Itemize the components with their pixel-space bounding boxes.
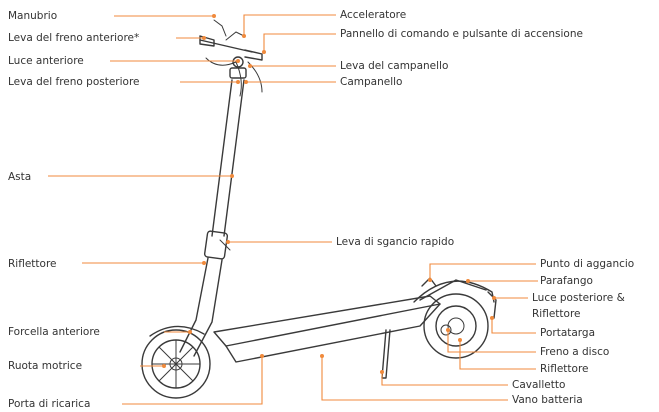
label-punto-aggancio: Punto di aggancio [540, 258, 634, 270]
label-leva-freno-posteriore: Leva del freno posteriore [8, 76, 140, 88]
label-riflettore-left: Riflettore [8, 258, 57, 270]
labels-right: Acceleratore Pannello di comando e pulsa… [336, 9, 634, 406]
stem [211, 79, 233, 237]
label-luce-posteriore-1: Luce posteriore & [532, 292, 625, 304]
label-portatarga: Portatarga [540, 327, 595, 339]
label-freno-disco: Freno a disco [540, 346, 609, 358]
leaders-left [48, 14, 264, 405]
label-luce-anteriore: Luce anteriore [8, 55, 84, 67]
label-vano-batteria: Vano batteria [512, 394, 583, 406]
label-luce-posteriore-2: Riflettore [532, 308, 581, 320]
label-acceleratore: Acceleratore [340, 9, 406, 21]
rear-wheel [423, 293, 489, 359]
label-cavalletto: Cavalletto [512, 379, 565, 391]
label-leva-campanello: Leva del campanello [340, 60, 448, 72]
labels-left: Manubrio Leva del freno anteriore* Luce … [8, 10, 140, 410]
label-parafango: Parafango [540, 275, 593, 287]
label-forcella-anteriore: Forcella anteriore [8, 326, 100, 338]
handlebar [199, 39, 253, 53]
label-pannello: Pannello di comando e pulsante di accens… [340, 28, 583, 40]
label-porta-di-ricarica: Porta di ricarica [8, 398, 90, 410]
scooter-illustration [141, 19, 497, 399]
leaders-right [226, 14, 538, 401]
label-ruota-motrice: Ruota motrice [8, 360, 82, 372]
label-campanello: Campanello [340, 76, 402, 88]
label-leva-sgancio: Leva di sgancio rapido [336, 236, 454, 248]
label-manubrio: Manubrio [8, 10, 57, 22]
deck [213, 295, 441, 347]
label-riflettore-right: Riflettore [540, 363, 589, 375]
label-leva-freno-anteriore: Leva del freno anteriore* [8, 32, 139, 44]
front-wheel [141, 329, 211, 399]
label-asta: Asta [8, 171, 31, 183]
